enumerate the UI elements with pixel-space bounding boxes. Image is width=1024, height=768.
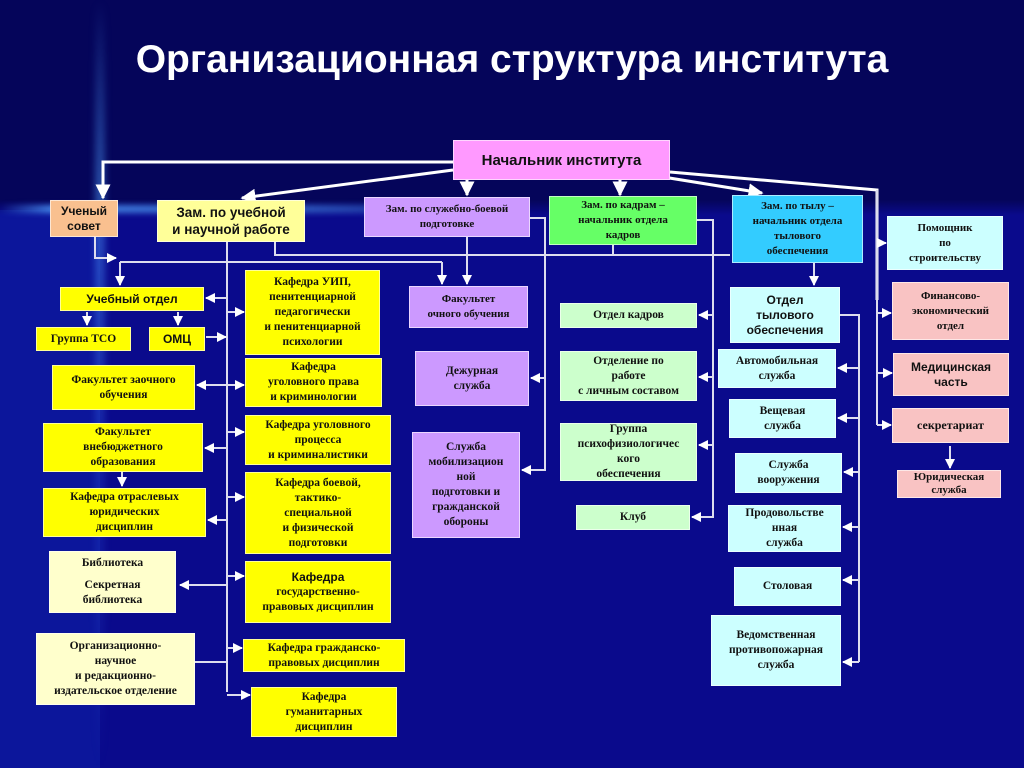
academic-department-box[interactable]: Учебный отдел: [60, 287, 204, 311]
head-of-institute-box[interactable]: Начальник института: [453, 140, 670, 180]
psychophysiology-group-box[interactable]: Группа психофизиологичес кого обеспечени…: [560, 423, 697, 481]
sector-law-chair-box[interactable]: Кафедра отраслевых юридических дисциплин: [43, 488, 206, 537]
extra-budget-faculty-box[interactable]: Факультет внебюджетного образования: [43, 423, 203, 472]
personnel-department-box[interactable]: Отдел кадров: [560, 303, 697, 328]
chair-label: Кафедра: [291, 569, 345, 584]
deputy-service-training-box[interactable]: Зам. по служебно-боевой подготовке: [364, 197, 530, 237]
mobilization-service-box[interactable]: Служба мобилизацион ной подготовки и гра…: [412, 432, 520, 538]
motor-service-box[interactable]: Автомобильная служба: [718, 349, 836, 388]
deputy-logistics-box[interactable]: Зам. по тылу – начальник отдела тылового…: [732, 195, 863, 263]
state-law-label: государственно- правовых дисциплин: [262, 585, 374, 613]
correspondence-faculty-box[interactable]: Факультет заочного обучения: [52, 365, 195, 410]
secret-library-label: Секретная библиотека: [82, 579, 143, 606]
canteen-box[interactable]: Столовая: [734, 567, 841, 606]
finance-department-box[interactable]: Финансово- экономический отдел: [892, 282, 1009, 340]
library-box[interactable]: Библиотека Секретная библиотека: [49, 551, 176, 613]
publishing-department-box[interactable]: Организационно- научное и редакционно- и…: [36, 633, 195, 705]
staff-relations-box[interactable]: Отделение по работе с личным составом: [560, 351, 697, 401]
clothing-service-box[interactable]: Вещевая служба: [729, 399, 836, 438]
construction-assistant-box[interactable]: Помощник по строительству: [887, 216, 1003, 270]
library-label: Библиотека: [81, 557, 144, 569]
academic-council-box[interactable]: Ученый совет: [50, 200, 118, 237]
combat-training-chair-box[interactable]: Кафедра боевой, тактико- специальной и ф…: [245, 472, 391, 554]
state-law-chair-box[interactable]: Кафедра государственно- правовых дисципл…: [245, 561, 391, 623]
omc-box[interactable]: ОМЦ: [149, 327, 205, 351]
armament-service-box[interactable]: Служба вооружения: [735, 453, 842, 493]
civil-law-chair-box[interactable]: Кафедра гражданско- правовых дисциплин: [243, 639, 405, 672]
food-service-box[interactable]: Продовольстве нная служба: [728, 505, 841, 552]
legal-service-box[interactable]: Юридическая служба: [897, 470, 1001, 498]
humanities-chair-box[interactable]: Кафедра гуманитарных дисциплин: [251, 687, 397, 737]
deputy-personnel-box[interactable]: Зам. по кадрам – начальник отдела кадров: [549, 196, 697, 245]
criminal-law-chair-box[interactable]: Кафедра уголовного права и криминологии: [245, 358, 382, 407]
medical-unit-box[interactable]: Медицинская часть: [893, 353, 1009, 396]
criminal-procedure-chair-box[interactable]: Кафедра уголовного процесса и криминалис…: [245, 415, 391, 465]
duty-service-box[interactable]: Дежурная служба: [415, 351, 529, 406]
deputy-academic-box[interactable]: Зам. по учебной и научной работе: [157, 200, 305, 242]
penitentiary-chair-box[interactable]: Кафедра УИП, пенитенциарной педагогическ…: [245, 270, 380, 355]
logistics-department-box[interactable]: Отдел тылового обеспечения: [730, 287, 840, 343]
fire-service-box[interactable]: Ведомственная противопожарная служба: [711, 615, 841, 686]
tso-group-box[interactable]: Группа ТСО: [36, 327, 131, 351]
secretariat-box[interactable]: секретариат: [892, 408, 1009, 443]
club-box[interactable]: Клуб: [576, 505, 690, 530]
page-title: Организационная структура института: [135, 38, 889, 81]
full-time-faculty-box[interactable]: Факультет очного обучения: [409, 286, 528, 328]
